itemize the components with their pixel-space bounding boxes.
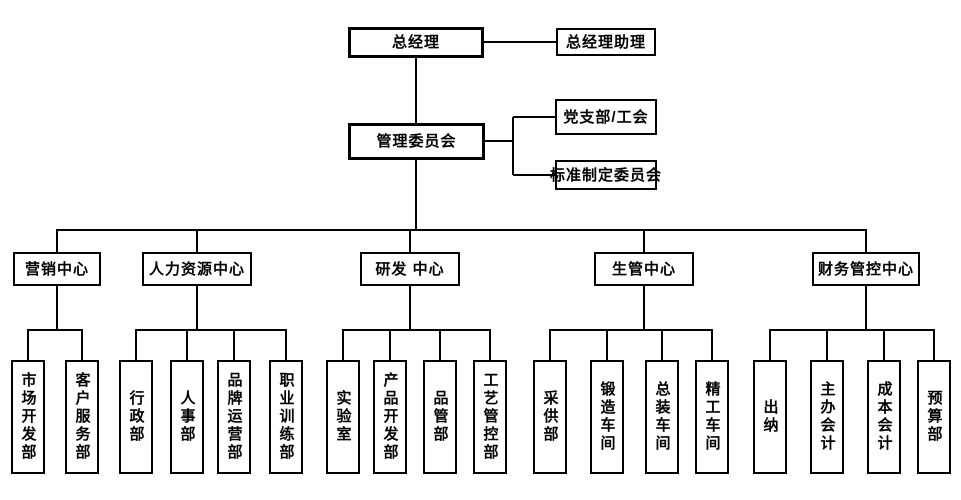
node-label: 管理委员会 — [376, 133, 457, 150]
node-procurement-dept: 采供部 — [533, 360, 567, 474]
node-process-control-dept: 工艺管控部 — [473, 360, 507, 474]
node-label: 营销中心 — [24, 260, 89, 278]
node-label: 研发 中心 — [375, 260, 445, 278]
node-label: 实验室 — [334, 390, 352, 444]
node-personnel-dept: 人事部 — [170, 360, 204, 474]
node-label: 标准制定委员会 — [550, 166, 663, 184]
node-label: 市场开发部 — [19, 372, 37, 462]
node-label: 主办会计 — [818, 381, 836, 453]
node-label: 职业训练部 — [277, 372, 295, 462]
node-precision-workshop: 精工车间 — [695, 360, 729, 474]
node-label: 成本会计 — [875, 381, 893, 453]
node-customer-service-dept: 客户服务部 — [65, 360, 99, 474]
node-label: 锻造车间 — [598, 381, 616, 453]
node-label: 总经理 — [391, 34, 440, 51]
node-finance-center: 财务管控中心 — [812, 252, 920, 286]
node-marketing-center: 营销中心 — [13, 252, 101, 286]
node-production-center: 生管中心 — [594, 252, 694, 286]
node-label: 品牌运营部 — [225, 372, 243, 462]
node-label: 人事部 — [178, 390, 196, 444]
node-quality-control-dept: 品管部 — [423, 360, 457, 474]
node-label: 党支部/工会 — [563, 108, 649, 126]
node-label: 品管部 — [431, 390, 449, 444]
node-budget-dept: 预算部 — [917, 360, 951, 474]
node-label: 采供部 — [541, 390, 559, 444]
node-product-development-dept: 产品开发部 — [373, 360, 407, 474]
node-party-branch-union: 党支部/工会 — [555, 99, 657, 135]
node-rnd-center: 研发 中心 — [360, 252, 460, 286]
node-label: 行政部 — [127, 390, 145, 444]
node-vocational-training-dept: 职业训练部 — [269, 360, 303, 474]
node-market-development-dept: 市场开发部 — [11, 360, 45, 474]
node-management-committee: 管理委员会 — [348, 123, 485, 160]
node-label: 总装车间 — [653, 381, 671, 453]
node-label: 客户服务部 — [73, 372, 91, 462]
node-label: 精工车间 — [703, 381, 721, 453]
node-forging-workshop: 锻造车间 — [590, 360, 624, 474]
node-administration-dept: 行政部 — [119, 360, 153, 474]
node-laboratory: 实验室 — [326, 360, 360, 474]
node-standards-committee: 标准制定委员会 — [550, 160, 661, 190]
node-label: 产品开发部 — [381, 372, 399, 462]
node-label: 人力资源中心 — [148, 260, 245, 278]
node-label: 财务管控中心 — [817, 260, 914, 278]
node-gm-assistant: 总经理助理 — [556, 28, 656, 56]
node-chief-accountant: 主办会计 — [810, 360, 844, 474]
node-assembly-workshop: 总装车间 — [645, 360, 679, 474]
node-label: 出纳 — [761, 399, 779, 435]
node-general-manager: 总经理 — [348, 27, 484, 58]
node-cashier: 出纳 — [753, 360, 787, 474]
node-label: 生管中心 — [611, 260, 676, 278]
node-brand-operations-dept: 品牌运营部 — [217, 360, 251, 474]
node-cost-accountant: 成本会计 — [867, 360, 901, 474]
node-hr-center: 人力资源中心 — [142, 252, 252, 286]
node-label: 预算部 — [925, 390, 943, 444]
node-label: 工艺管控部 — [481, 372, 499, 462]
node-label: 总经理助理 — [565, 33, 646, 51]
